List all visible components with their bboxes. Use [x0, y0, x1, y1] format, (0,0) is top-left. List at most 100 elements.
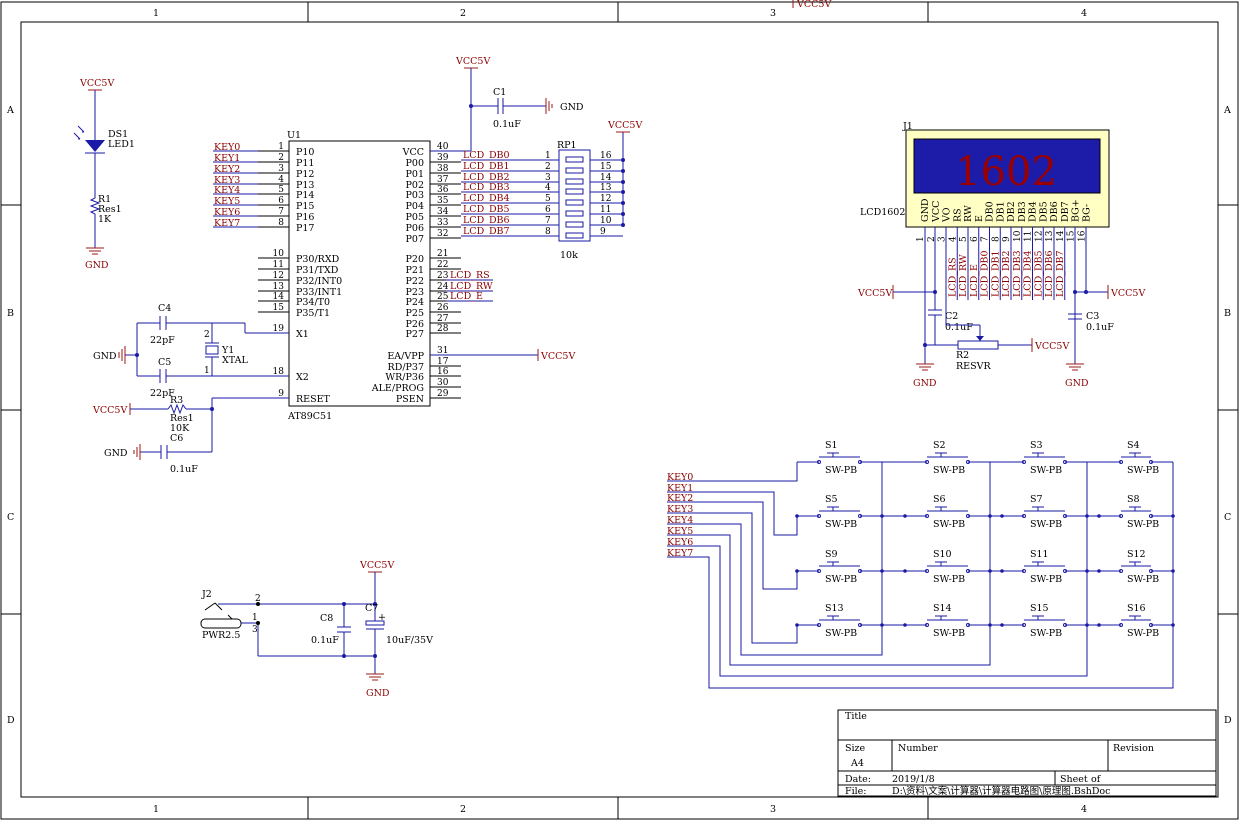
key3-trace — [667, 512, 798, 644]
size-value: A4 — [850, 758, 864, 769]
border-col-1-bottom: 1 — [153, 804, 159, 815]
switch-type: SW-PB — [1127, 628, 1159, 639]
ctrl-net-label: LCD_E — [450, 291, 483, 302]
lcd-pin-name: DB6 — [1049, 201, 1060, 222]
switch-type: SW-PB — [825, 574, 857, 585]
key-net-label: KEY0 — [214, 142, 240, 153]
date-value: 2019/1/8 — [892, 774, 935, 785]
keypad-junction — [903, 623, 907, 627]
switch-contact — [925, 569, 929, 573]
mcu-pin-name: P35/T1 — [296, 308, 330, 319]
title-block: Title Size A4 Number Revision Date: 2019… — [837, 709, 1217, 797]
keypad-junction — [880, 623, 884, 627]
border-col-2-bottom: 2 — [460, 804, 466, 815]
switch-type: SW-PB — [1030, 574, 1062, 585]
c5-ref: C5 — [158, 357, 171, 368]
keypad-junction — [1171, 514, 1175, 518]
c7-polarity: + — [378, 612, 386, 623]
lcd-pin-name: DB4 — [1028, 201, 1039, 222]
key-net-label: KEY4 — [214, 185, 240, 196]
keypad-junction — [903, 569, 907, 573]
lcd-pin-name: RS — [952, 208, 963, 222]
border-row-a-right: A — [1223, 105, 1231, 116]
c6-ref: C6 — [170, 433, 183, 444]
r1-ref: R1 — [98, 194, 111, 205]
mcu-pin-number: 15 — [273, 303, 285, 313]
switch-ref: S14 — [933, 603, 952, 614]
mcu-pin-number: 18 — [273, 367, 285, 377]
border-row-d-right: D — [1224, 715, 1232, 726]
mcu-pin-number: 3 — [278, 164, 284, 174]
c5-value: 22pF — [150, 388, 175, 399]
border-row-c-left: C — [7, 512, 14, 523]
lcd-pin-net-label: LCD_DB3 — [1012, 250, 1023, 297]
switch-type: SW-PB — [825, 628, 857, 639]
mcu-pin-number: 21 — [437, 249, 448, 259]
switch-contact — [1119, 569, 1123, 573]
key0-trace — [667, 462, 798, 482]
mcu-pin-name: P24 — [406, 297, 424, 308]
lcd-pin-name: DB7 — [1060, 201, 1071, 222]
lcd-pin-number: 6 — [970, 236, 980, 242]
mcu-pin-name: PSEN — [396, 394, 424, 405]
key-net-label: KEY2 — [214, 164, 240, 175]
led-vcc-label: VCC5V — [79, 78, 114, 89]
key-net-label: KEY3 — [667, 504, 693, 515]
lcd-pin-number: 2 — [927, 236, 937, 242]
keypad-junction — [1085, 623, 1089, 627]
ds1-ref: DS1 — [108, 129, 128, 140]
switch-ref: S13 — [825, 603, 844, 614]
keypad-junction — [988, 514, 992, 518]
switch-contact — [925, 460, 929, 464]
mcu-pin-number: 17 — [437, 357, 449, 367]
revision-label: Revision — [1113, 743, 1154, 754]
keypad-junction — [795, 569, 799, 573]
border-row-d-left: D — [7, 715, 15, 726]
rp1-pin-number: 14 — [600, 173, 612, 183]
c2-ref: C2 — [945, 311, 958, 322]
mcu-pin-number: 31 — [437, 346, 448, 356]
c7-value: 10uF/35V — [386, 635, 433, 646]
lcd-net-label: LCD_DB2 — [463, 172, 510, 183]
border-col-3-bottom: 3 — [770, 804, 776, 815]
j2-pin2: 2 — [255, 594, 261, 604]
rp1-pin-number: 10 — [600, 216, 612, 226]
mcu-pin-name: P06 — [406, 223, 424, 234]
rp1-value: 10k — [560, 250, 578, 261]
r3-type: Res1 — [170, 413, 194, 424]
c7-ref: C7 — [365, 603, 378, 614]
lcd-bg-vcc-label: VCC5V — [1110, 288, 1145, 299]
mcu-pin-number: 12 — [273, 271, 284, 281]
border-col-1-top: 1 — [153, 8, 159, 19]
lcd-gnd-label: GND — [913, 378, 937, 389]
mcu-pin-number: 8 — [278, 218, 284, 228]
mcu-pin-name: P27 — [406, 329, 424, 340]
lcd-pin-number: 10 — [1013, 230, 1023, 242]
rp1-resistor-element — [565, 221, 584, 228]
lcd-pin-number: 12 — [1034, 231, 1044, 242]
switch-ref: S12 — [1127, 549, 1146, 560]
mcu-pin-number: 40 — [437, 142, 449, 152]
mcu-pin-name: P01 — [406, 169, 424, 180]
lcd-pin-number: 13 — [1045, 230, 1055, 242]
mcu-pin-name: P15 — [296, 201, 314, 212]
rp1-pin-number: 13 — [600, 183, 612, 193]
lcd-pin-name: VCC — [931, 201, 942, 223]
mcu-pin-number: 26 — [437, 303, 449, 313]
rp1-resistor-element — [565, 156, 584, 163]
lcd-pin-net-label: LCD_RS — [947, 257, 958, 297]
mcu-pin-number: 39 — [437, 153, 449, 163]
c2-value: 0.1uF — [945, 322, 973, 333]
switch-type: SW-PB — [825, 465, 857, 476]
lcd-pin-net-label: LCD_DB4 — [1023, 250, 1034, 297]
rp1-pin-number: 11 — [600, 205, 611, 215]
switch-ref: S11 — [1030, 549, 1049, 560]
keypad-junction — [1000, 569, 1004, 573]
switch-ref: S6 — [933, 494, 946, 505]
key-net-label: KEY0 — [667, 472, 693, 483]
rp1-pin-number: 8 — [545, 227, 551, 237]
switch-type: SW-PB — [1127, 519, 1159, 530]
xtal-gnd-label: GND — [93, 351, 117, 362]
